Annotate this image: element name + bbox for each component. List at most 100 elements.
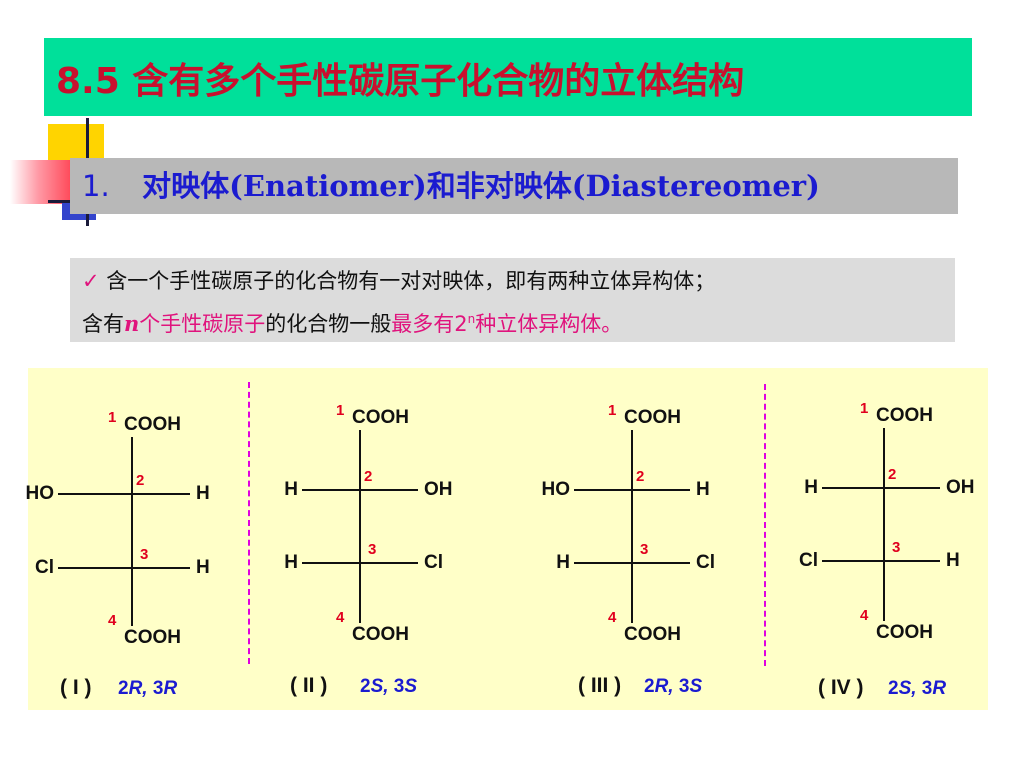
c2-left-group: H [284, 479, 298, 500]
top-group: COOH [624, 407, 681, 428]
note-highlight-2: 最多有2 [391, 312, 468, 336]
title-bar [44, 38, 972, 116]
structure-label: ( III ) [578, 674, 622, 697]
c3-bond-line [58, 567, 190, 569]
check-icon: ✓ [82, 269, 100, 293]
bottom-group: COOH [124, 627, 181, 648]
decor-horizontal-line [48, 200, 90, 203]
cfg-pos-2: 2 [118, 678, 129, 699]
fischer-panel [28, 368, 988, 710]
c3-left-group: H [284, 552, 298, 573]
main-chain-line [131, 437, 133, 626]
note-mid: 的化合物一般 [265, 312, 392, 336]
cfg-pos-2: 2 [644, 676, 655, 697]
carbon-number-3: 3 [892, 539, 901, 556]
bottom-group: COOH [352, 624, 409, 645]
c2-right-group: H [196, 483, 210, 504]
cfg-desc-3: S [404, 676, 418, 697]
c3-bond-line [302, 562, 418, 564]
structure-label: ( IV ) [818, 676, 864, 699]
carbon-number-4: 4 [108, 612, 117, 629]
c2-right-group: OH [946, 477, 975, 498]
cfg-desc-3: R [932, 678, 947, 699]
subtitle-zh1: 对映体 [142, 169, 230, 203]
carbon-number-3: 3 [140, 546, 149, 563]
carbon-number-1: 1 [608, 402, 617, 419]
note-line-2: 含有n个手性碳原子的化合物一般最多有2n种立体异构体。 [82, 304, 622, 339]
main-chain-line [883, 428, 885, 621]
c3-right-group: Cl [424, 552, 443, 573]
divider-2 [764, 384, 766, 666]
main-chain-line [359, 430, 361, 623]
cfg-desc-2: S, [898, 678, 917, 699]
carbon-number-2: 2 [136, 472, 145, 489]
slide-title: 8.5 含有多个手性碳原子化合物的立体结构 [56, 61, 745, 102]
note-box [70, 258, 955, 342]
carbon-number-4: 4 [860, 607, 869, 624]
carbon-number-3: 3 [368, 541, 377, 558]
c3-left-group: Cl [799, 550, 818, 571]
c3-right-group: H [196, 557, 210, 578]
note-text-1: 含一个手性碳原子的化合物有一对对映体，即有两种立体异构体； [106, 269, 716, 293]
carbon-number-1: 1 [108, 409, 117, 426]
c2-left-group: HO [541, 479, 571, 500]
cfg-pos-2: 2 [888, 678, 899, 699]
subtitle-bar [70, 158, 958, 214]
decor-pink-gradient [10, 160, 80, 204]
cfg-desc-3: S [689, 676, 703, 697]
cfg-desc-3: R [163, 678, 178, 699]
carbon-number-2: 2 [888, 466, 897, 483]
note-highlight-3: 种立体异构体 [475, 312, 602, 336]
c3-left-group: H [556, 552, 570, 573]
c2-left-group: H [804, 477, 818, 498]
carbon-number-2: 2 [636, 468, 645, 485]
carbon-number-3: 3 [640, 541, 649, 558]
carbon-number-1: 1 [336, 402, 345, 419]
note-line-1: ✓ 含一个手性碳原子的化合物有一对对映体，即有两种立体异构体； [82, 266, 715, 296]
note-highlight-1: 个手性碳原子 [139, 312, 266, 336]
top-group: COOH [352, 407, 409, 428]
cfg-desc-2: R, [654, 676, 674, 697]
cfg-desc-2: R, [128, 678, 148, 699]
c2-left-group: HO [25, 483, 55, 504]
carbon-number-4: 4 [336, 609, 345, 626]
configuration: 2S, 3R [888, 678, 946, 700]
structure-label: ( II ) [290, 674, 328, 697]
configuration: 2S, 3S [360, 676, 417, 698]
cfg-pos-2: 2 [360, 676, 371, 697]
main-chain-line [631, 430, 633, 623]
bottom-group: COOH [624, 624, 681, 645]
c3-right-group: Cl [696, 552, 715, 573]
top-group: COOH [124, 414, 181, 435]
c2-right-group: H [696, 479, 710, 500]
structure-label: ( I ) [60, 676, 92, 699]
c2-bond-line [574, 489, 690, 491]
c2-bond-line [302, 489, 418, 491]
cfg-pos-3: 3 [916, 678, 933, 699]
subtitle-en2: (Diastereomer) [571, 169, 820, 203]
c2-bond-line [58, 493, 190, 495]
note-prefix: 含有 [82, 312, 124, 336]
note-superscript: n [467, 312, 476, 326]
top-group: COOH [876, 405, 933, 426]
c3-bond-line [822, 560, 940, 562]
bottom-group: COOH [876, 622, 933, 643]
subtitle-zh2: 和非对映体 [426, 169, 572, 203]
c2-right-group: OH [424, 479, 453, 500]
c2-bond-line [822, 487, 940, 489]
carbon-number-1: 1 [860, 400, 869, 417]
cfg-desc-2: S, [370, 676, 389, 697]
configuration: 2R, 3R [118, 678, 177, 700]
note-end: 。 [601, 312, 623, 336]
note-n: n [124, 311, 140, 336]
subtitle-number: 1. [82, 169, 110, 203]
subtitle: 1. 对映体(Enatiomer)和非对映体(Diastereomer) [82, 164, 820, 208]
cfg-pos-3: 3 [388, 676, 405, 697]
subtitle-en1: (Enatiomer) [229, 169, 427, 203]
cfg-pos-3: 3 [147, 678, 164, 699]
cfg-pos-3: 3 [673, 676, 690, 697]
carbon-number-2: 2 [364, 468, 373, 485]
divider-1 [248, 382, 250, 664]
c3-left-group: Cl [35, 557, 54, 578]
c3-bond-line [574, 562, 690, 564]
